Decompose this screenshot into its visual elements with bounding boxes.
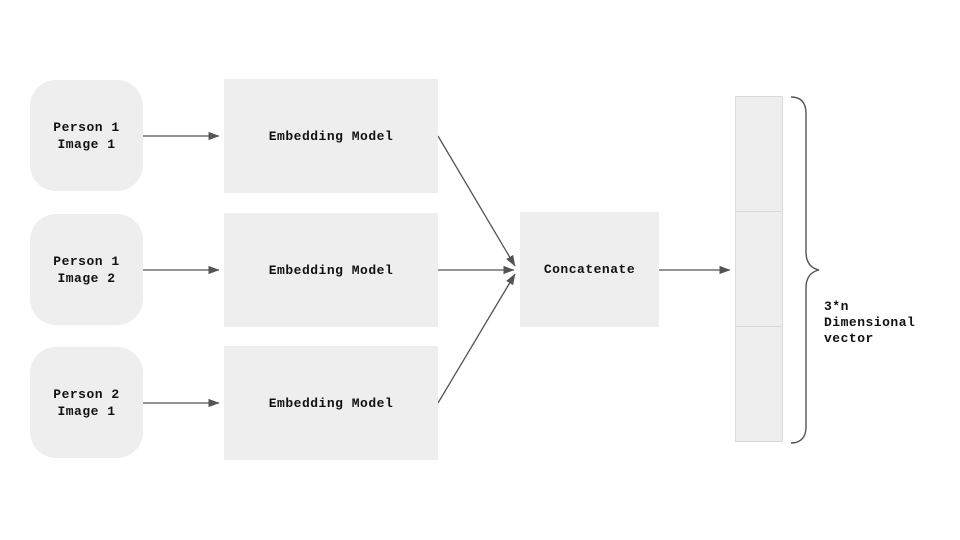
arrow-model3-to-concatenate <box>437 273 516 404</box>
input-node-person1-image2: Person 1 Image 2 <box>30 214 143 325</box>
vector-segment-1 <box>735 96 783 212</box>
embedding-model-node-2: Embedding Model <box>224 213 438 327</box>
input-node-label-line1: Person 2 <box>53 386 120 402</box>
input-node-person1-image1: Person 1 Image 1 <box>30 80 143 191</box>
output-vector <box>735 96 783 442</box>
input-node-label-line2: Image 1 <box>57 403 116 419</box>
input-node-person2-image1: Person 2 Image 1 <box>30 347 143 458</box>
embedding-model-node-3: Embedding Model <box>224 346 438 460</box>
input-node-label-line1: Person 1 <box>53 119 120 135</box>
embedding-model-label: Embedding Model <box>268 395 394 411</box>
concatenate-label: Concatenate <box>543 262 636 277</box>
input-node-label-line2: Image 1 <box>57 136 116 152</box>
arrow-model1-to-concatenate <box>437 135 516 267</box>
embedding-model-label: Embedding Model <box>268 262 394 278</box>
concatenate-node: Concatenate <box>520 212 659 327</box>
embedding-model-label: Embedding Model <box>268 128 394 144</box>
caption-line-1: 3*n <box>824 299 849 314</box>
vector-segment-2 <box>735 211 783 327</box>
vector-segment-3 <box>735 326 783 442</box>
input-node-label-line1: Person 1 <box>53 253 120 269</box>
output-vector-caption: 3*n Dimensional vector <box>824 299 915 347</box>
embedding-model-node-1: Embedding Model <box>224 79 438 193</box>
caption-line-3: vector <box>824 331 874 346</box>
curly-brace <box>790 96 820 444</box>
input-node-label-line2: Image 2 <box>57 270 116 286</box>
caption-line-2: Dimensional <box>824 315 916 330</box>
